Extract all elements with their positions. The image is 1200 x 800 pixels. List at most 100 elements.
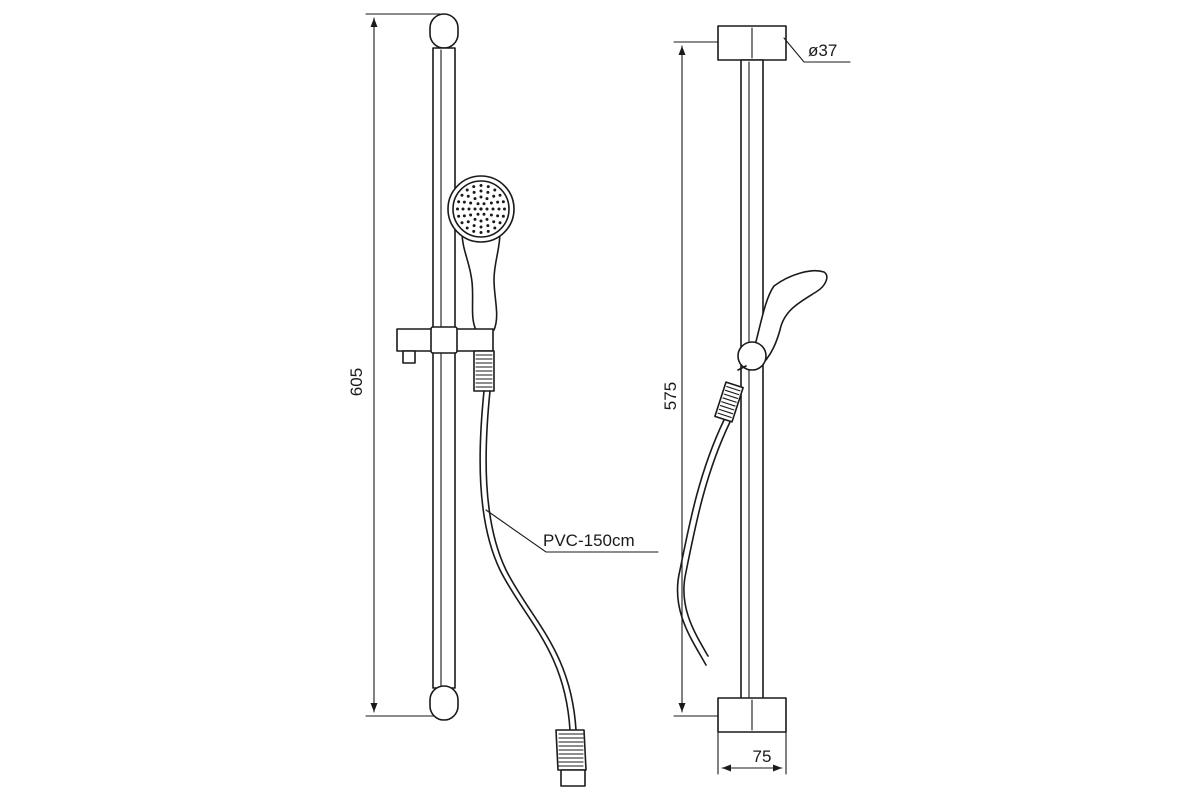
shower-nozzle (472, 190, 476, 194)
shower-nozzle (486, 224, 490, 228)
shower-nozzle (486, 185, 490, 189)
shower-nozzle (460, 221, 464, 225)
slider-clamp (430, 326, 458, 354)
shower-nozzle (460, 193, 464, 197)
rib-line (719, 404, 735, 411)
shower-nozzle (472, 224, 476, 228)
right-hose-connector-ribs (717, 385, 741, 419)
shower-nozzles (456, 184, 506, 234)
bracket-width-dimension: 75 (717, 731, 787, 775)
right-shower-hose (676, 419, 725, 666)
shower-nozzle (489, 213, 493, 217)
hose-label: PVC-150cm (543, 531, 635, 550)
shower-head-inner (452, 180, 510, 238)
bracket-width-label: 75 (753, 747, 772, 766)
shower-nozzle (479, 231, 483, 234)
shower-nozzle (467, 207, 471, 211)
shower-nozzle (473, 217, 477, 221)
left-slide-rail (432, 47, 456, 689)
shower-nozzle (479, 225, 483, 229)
shower-nozzle (469, 213, 473, 217)
side-view: ø37 575 7 (661, 25, 851, 775)
right-height-dimension: 575 (661, 41, 719, 717)
hose-callout: PVC-150cm (485, 509, 659, 553)
hose-connector-ribs (475, 354, 493, 388)
shower-nozzle (486, 190, 490, 194)
shower-nozzle (485, 217, 489, 221)
shower-nozzle (465, 188, 469, 192)
shower-nozzle (476, 202, 480, 206)
slider-knob (402, 350, 416, 364)
hose-end-nut (560, 769, 586, 787)
rib-line (722, 397, 737, 403)
shower-nozzle (476, 212, 480, 216)
diameter-leader-line (783, 37, 851, 63)
right-hose-connector (714, 381, 744, 423)
shower-nozzle (482, 202, 486, 206)
right-hose-connector-body (714, 381, 744, 423)
right-height-label: 575 (661, 382, 680, 410)
hand-shower-head (447, 175, 515, 243)
shower-nozzle (501, 200, 505, 204)
shower-nozzle (457, 214, 461, 218)
bracket-diameter-label: ø37 (808, 41, 837, 60)
rib-line (724, 389, 740, 396)
left-height-dimension: 605 (347, 13, 441, 717)
shower-nozzle (479, 195, 483, 199)
right-connector-link (737, 365, 747, 371)
right-hand-shower-profile (751, 270, 828, 361)
front-view: 605 (347, 13, 659, 787)
shower-nozzle (485, 197, 489, 201)
rib-line (723, 393, 739, 400)
shower-nozzle (492, 194, 496, 198)
shower-nozzle (482, 212, 486, 216)
rib-line (726, 385, 741, 392)
shower-nozzle (473, 197, 477, 201)
shower-nozzle (479, 207, 483, 211)
left-height-label: 605 (347, 368, 366, 396)
shower-nozzle (472, 229, 476, 233)
rib-line (718, 408, 734, 415)
shower-hose (479, 390, 571, 731)
shower-nozzle (479, 184, 483, 187)
shower-nozzle (456, 207, 459, 211)
shower-nozzle (498, 221, 502, 225)
left-top-end-cap (429, 13, 459, 49)
shower-nozzle (462, 214, 466, 218)
hose-end-ribs (558, 733, 584, 767)
shower-nozzle (493, 188, 497, 192)
shower-nozzle (485, 207, 489, 211)
shower-nozzle (479, 189, 483, 193)
rib-line (721, 401, 736, 407)
shower-nozzle (498, 193, 502, 197)
shower-nozzle (462, 200, 466, 204)
shower-nozzle (473, 207, 477, 211)
shower-nozzle (489, 201, 493, 205)
shower-nozzle (493, 226, 497, 230)
shower-nozzle (461, 207, 465, 211)
shower-nozzle (501, 214, 505, 218)
diameter-callout: ø37 (783, 37, 851, 63)
shower-nozzle (466, 194, 470, 198)
right-slider-holder (737, 341, 767, 371)
slider-holder (396, 326, 495, 392)
right-shower-hose-outline (683, 421, 731, 657)
shower-nozzle (503, 207, 506, 211)
shower-nozzle (497, 207, 501, 211)
rib-line (717, 412, 732, 419)
shower-nozzle (466, 220, 470, 224)
shower-nozzle (457, 200, 461, 204)
left-bottom-end-cap (429, 685, 459, 721)
shower-nozzle (492, 220, 496, 224)
shower-hose-outline (485, 390, 577, 731)
shower-nozzle (496, 200, 500, 204)
shower-nozzle (479, 219, 483, 223)
shower-nozzle (496, 214, 500, 218)
shower-nozzle (491, 207, 495, 211)
hand-shower-handle (461, 231, 501, 331)
hose-leader-line (485, 509, 659, 553)
shower-nozzle (486, 229, 490, 233)
shower-nozzle (465, 226, 469, 230)
shower-nozzle (469, 201, 473, 205)
